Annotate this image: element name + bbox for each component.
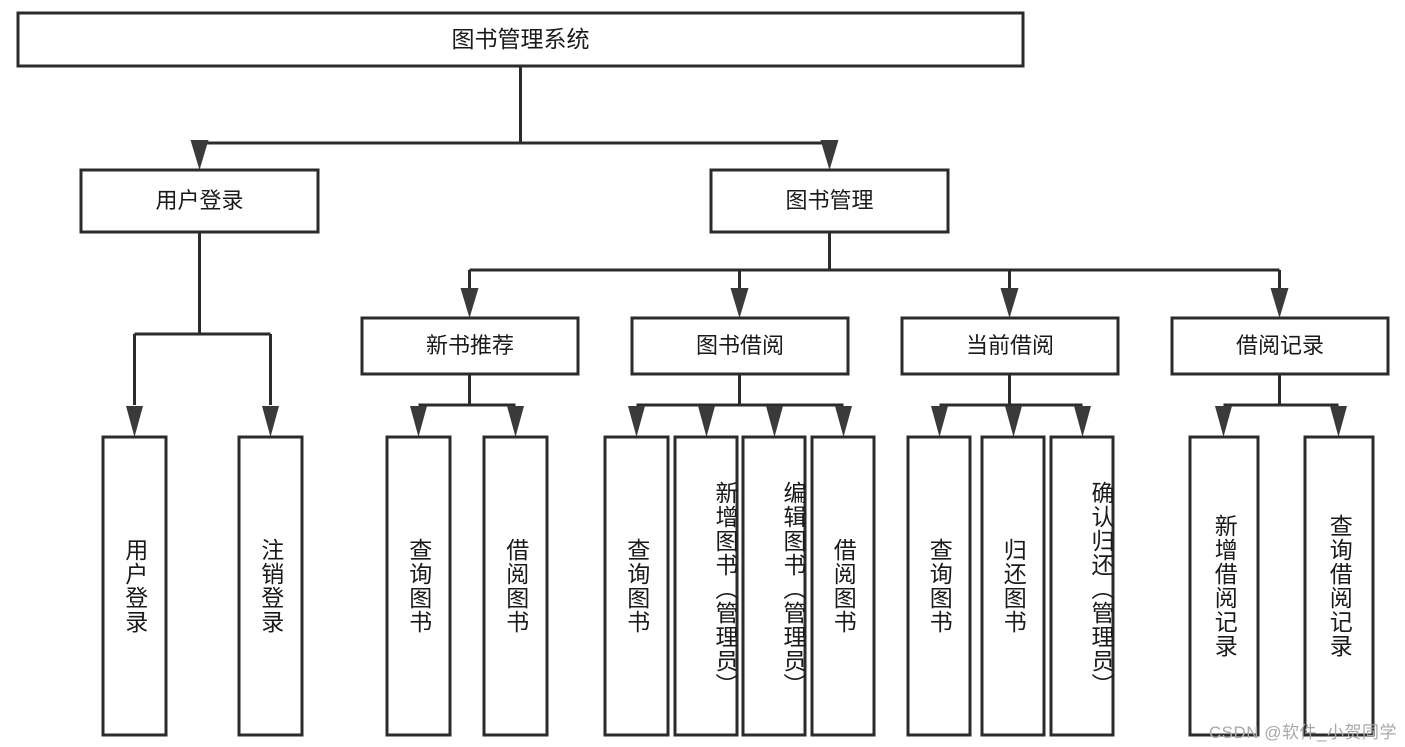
node-borrow-record-box[interactable] bbox=[1170, 316, 1390, 376]
leaf-box-query-book-2[interactable] bbox=[603, 435, 670, 737]
node-book-management[interactable]: 图书管理 bbox=[709, 168, 950, 234]
node-root-system[interactable]: 图书管理系统 bbox=[16, 11, 1025, 68]
leaf-box-confirm-return[interactable] bbox=[1049, 435, 1115, 737]
arrowhead-leaf-query-book-2 bbox=[628, 406, 645, 437]
leaf-box-query-book-3[interactable] bbox=[906, 435, 972, 737]
arrowhead-book-borrow bbox=[730, 288, 749, 318]
arrowhead-leaf-borrow-book-1 bbox=[507, 406, 524, 437]
node-book-management-box[interactable] bbox=[709, 168, 950, 234]
node-book-borrow-box[interactable] bbox=[630, 316, 850, 376]
leaf-box-return-book[interactable] bbox=[980, 435, 1046, 737]
arrowhead-leaf-add-book bbox=[698, 406, 715, 437]
arrowhead-user-login bbox=[190, 140, 209, 170]
leaf-box-borrow-book-1[interactable] bbox=[482, 435, 549, 737]
node-borrow-record-label: 借阅记录 bbox=[1236, 333, 1324, 358]
leaf-box-add-record[interactable] bbox=[1188, 435, 1260, 737]
node-new-book-recommend-box[interactable] bbox=[360, 316, 580, 376]
node-book-borrow-label: 图书借阅 bbox=[696, 333, 784, 358]
leaf-box-add-book[interactable] bbox=[673, 435, 739, 737]
arrowhead-current-borrow bbox=[1000, 288, 1019, 318]
arrowhead-new-book-rec bbox=[460, 288, 479, 318]
arrowhead-book-manage bbox=[820, 140, 839, 170]
leaf-box-user-login[interactable] bbox=[101, 435, 168, 737]
arrowhead-leaf-query-book-1 bbox=[410, 406, 427, 437]
arrowhead-leaf-logout bbox=[262, 406, 279, 437]
arrowhead-leaf-user-login bbox=[126, 406, 143, 437]
leaf-box-query-book-1[interactable] bbox=[385, 435, 452, 737]
node-current-borrow[interactable]: 当前借阅 bbox=[900, 316, 1120, 376]
node-current-borrow-label: 当前借阅 bbox=[966, 333, 1054, 358]
node-current-borrow-box[interactable] bbox=[900, 316, 1120, 376]
leaf-box-borrow-book-2[interactable] bbox=[810, 435, 876, 737]
node-new-book-recommend[interactable]: 新书推荐 bbox=[360, 316, 580, 376]
connector-layer bbox=[126, 66, 1347, 437]
node-root-box[interactable] bbox=[16, 11, 1025, 68]
arrowhead-leaf-query-record bbox=[1330, 406, 1347, 437]
arrowhead-borrow-record bbox=[1270, 288, 1289, 318]
node-new-book-recommend-label: 新书推荐 bbox=[426, 333, 514, 358]
arrowhead-leaf-query-book-3 bbox=[931, 406, 948, 437]
leaf-node-layer bbox=[101, 435, 1375, 737]
node-user-login-box[interactable] bbox=[79, 168, 320, 234]
node-borrow-record[interactable]: 借阅记录 bbox=[1170, 316, 1390, 376]
watermark-text: CSDN @软件_小贺同学 bbox=[1208, 723, 1397, 742]
node-book-management-label: 图书管理 bbox=[785, 188, 873, 213]
arrowhead-leaf-borrow-book-2 bbox=[835, 406, 852, 437]
arrowhead-leaf-edit-book bbox=[766, 406, 783, 437]
arrowhead-leaf-return-book bbox=[1005, 406, 1022, 437]
leaf-box-edit-book[interactable] bbox=[741, 435, 807, 737]
leaf-box-logout[interactable] bbox=[237, 435, 304, 737]
node-root-label: 图书管理系统 bbox=[452, 26, 590, 52]
arrowhead-leaf-confirm-return bbox=[1074, 406, 1091, 437]
leaf-box-query-record[interactable] bbox=[1303, 435, 1375, 737]
node-user-login-label: 用户登录 bbox=[155, 188, 243, 213]
node-user-login[interactable]: 用户登录 bbox=[79, 168, 320, 234]
arrowhead-leaf-add-record bbox=[1215, 406, 1232, 437]
node-book-borrow[interactable]: 图书借阅 bbox=[630, 316, 850, 376]
